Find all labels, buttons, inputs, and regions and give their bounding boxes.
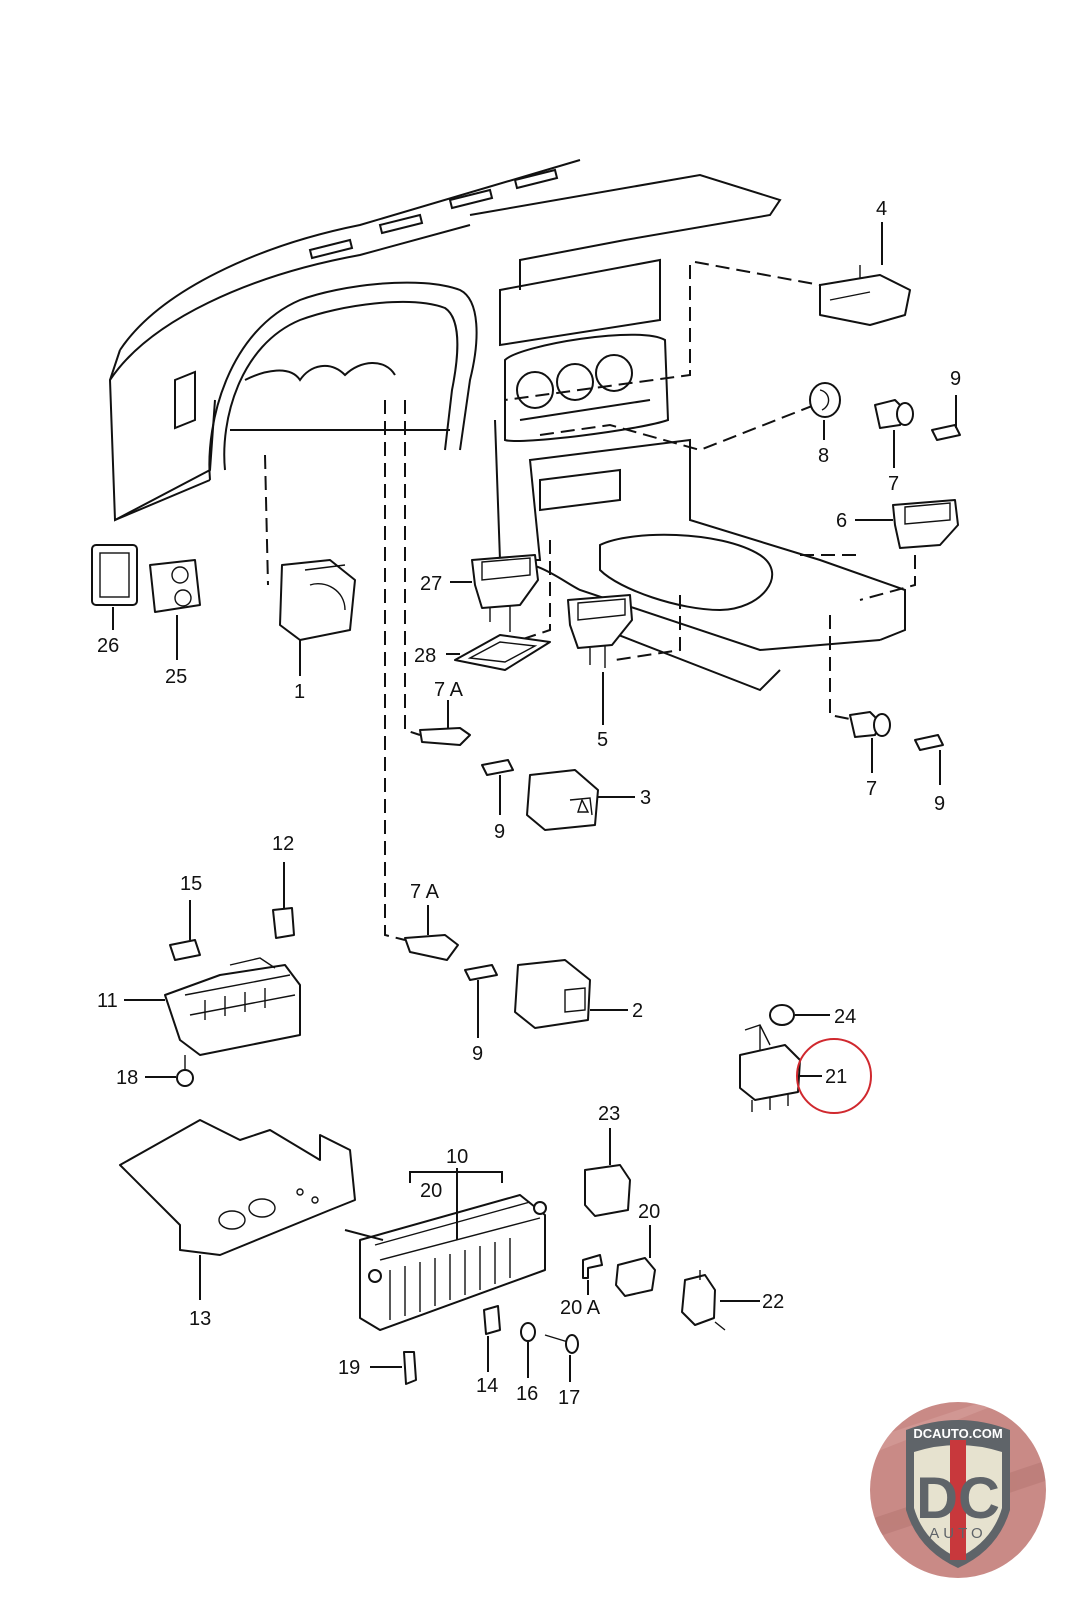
part-27-rocker-switch[interactable] [471, 554, 539, 632]
callout-15[interactable]: 15 [180, 873, 202, 895]
callout-25[interactable]: 25 [165, 666, 187, 688]
part-17-screw[interactable] [544, 1334, 579, 1354]
callout-27[interactable]: 27 [420, 573, 442, 595]
part-13-bracket-plate[interactable] [119, 1119, 356, 1256]
callout-5[interactable]: 5 [597, 729, 608, 751]
dashboard-outline [108, 159, 906, 692]
highlight-circle-part-21 [796, 1038, 872, 1114]
part-23-relay[interactable] [584, 1164, 631, 1217]
part-18-screw[interactable] [176, 1055, 194, 1087]
callout-17[interactable]: 17 [558, 1387, 580, 1409]
part-6-rocker-switch[interactable] [892, 499, 959, 549]
callout-4[interactable]: 4 [876, 198, 887, 220]
callout-8[interactable]: 8 [818, 445, 829, 467]
callout-7-top[interactable]: 7 [888, 473, 899, 495]
callout-6[interactable]: 6 [836, 510, 847, 532]
part-10-fuse-box[interactable] [359, 1194, 547, 1331]
callout-21[interactable]: 21 [825, 1066, 847, 1088]
part-26-bezel[interactable] [91, 544, 138, 606]
callout-26[interactable]: 26 [97, 635, 119, 657]
callout-22[interactable]: 22 [762, 1291, 784, 1313]
callout-23[interactable]: 23 [598, 1103, 620, 1125]
callout-12[interactable]: 12 [272, 833, 294, 855]
callout-14[interactable]: 14 [476, 1375, 498, 1397]
part-7-bulb-holder-top[interactable] [874, 399, 914, 429]
part-16-washer[interactable] [520, 1322, 536, 1342]
callout-16[interactable]: 16 [516, 1383, 538, 1405]
part-8-grommet[interactable] [809, 382, 841, 418]
connector-lines [264, 261, 916, 941]
part-25-switch[interactable] [149, 559, 201, 613]
part-24-nut[interactable] [769, 1004, 795, 1026]
part-3-hazard-switch[interactable] [526, 769, 599, 831]
callout-9-top[interactable]: 9 [950, 368, 961, 390]
part-4-module[interactable] [819, 265, 911, 326]
part-9-bulb-top[interactable] [931, 424, 961, 441]
callout-11[interactable]: 11 [97, 990, 118, 1012]
callout-7A-top[interactable]: 7 A [434, 679, 464, 701]
callout-labels: 4 8 7 9 6 27 28 5 26 25 1 7 A 9 3 7 9 12… [97, 198, 961, 1409]
callout-9-mid[interactable]: 9 [494, 821, 505, 843]
logo-stripe [950, 1440, 966, 1560]
callout-1[interactable]: 1 [294, 681, 305, 703]
part-11-fuse-block[interactable] [164, 957, 301, 1056]
callout-7A-bottom[interactable]: 7 A [410, 881, 440, 903]
part-9-bulb-mid[interactable] [481, 759, 514, 776]
callout-28[interactable]: 28 [414, 645, 436, 667]
part-9-bulb-right[interactable] [914, 734, 944, 751]
callout-9-right[interactable]: 9 [934, 793, 945, 815]
callout-2[interactable]: 2 [632, 1000, 643, 1022]
part-14-clip[interactable] [483, 1305, 501, 1335]
part-7A-bulb-holder-top[interactable] [419, 727, 471, 746]
part-15-clip[interactable] [169, 939, 201, 961]
logo-main-text: DC [916, 1466, 1000, 1531]
part-9-bulb-low[interactable] [464, 964, 498, 981]
part-12-terminal[interactable] [272, 907, 295, 939]
callout-24[interactable]: 24 [834, 1006, 856, 1028]
leader-lines [112, 222, 957, 1382]
part-2-switch[interactable] [514, 959, 591, 1029]
callout-19[interactable]: 19 [338, 1357, 360, 1379]
callout-20A[interactable]: 20 A [560, 1297, 601, 1319]
callout-9-low[interactable]: 9 [472, 1043, 483, 1065]
part-7-bulb-holder-bottom[interactable] [849, 711, 891, 738]
callout-20-bracket[interactable]: 20 [420, 1180, 442, 1202]
callout-20-relay[interactable]: 20 [638, 1201, 660, 1223]
logo-top-text: DCAUTO.COM [913, 1426, 1002, 1441]
part-20A-clip[interactable] [582, 1254, 603, 1279]
callout-10[interactable]: 10 [446, 1146, 468, 1168]
part-7A-bulb-holder-bottom[interactable] [404, 934, 459, 961]
part-22-relay[interactable] [681, 1270, 726, 1331]
part-5-rocker-switch[interactable] [567, 594, 633, 668]
callout-18[interactable]: 18 [116, 1067, 138, 1089]
callout-3[interactable]: 3 [640, 787, 651, 809]
logo-sub-text: AUTO [929, 1525, 986, 1542]
part-1-light-switch[interactable] [279, 559, 356, 641]
dcauto-logo: DCAUTO.COM DC AUTO [870, 1402, 1046, 1578]
part-28-frame[interactable] [454, 634, 551, 671]
callout-7-bottom[interactable]: 7 [866, 778, 877, 800]
part-21-relay[interactable] [739, 1024, 801, 1112]
part-19-fuse[interactable] [403, 1351, 417, 1385]
part-20-relay[interactable] [615, 1257, 656, 1297]
callout-13[interactable]: 13 [189, 1308, 211, 1330]
